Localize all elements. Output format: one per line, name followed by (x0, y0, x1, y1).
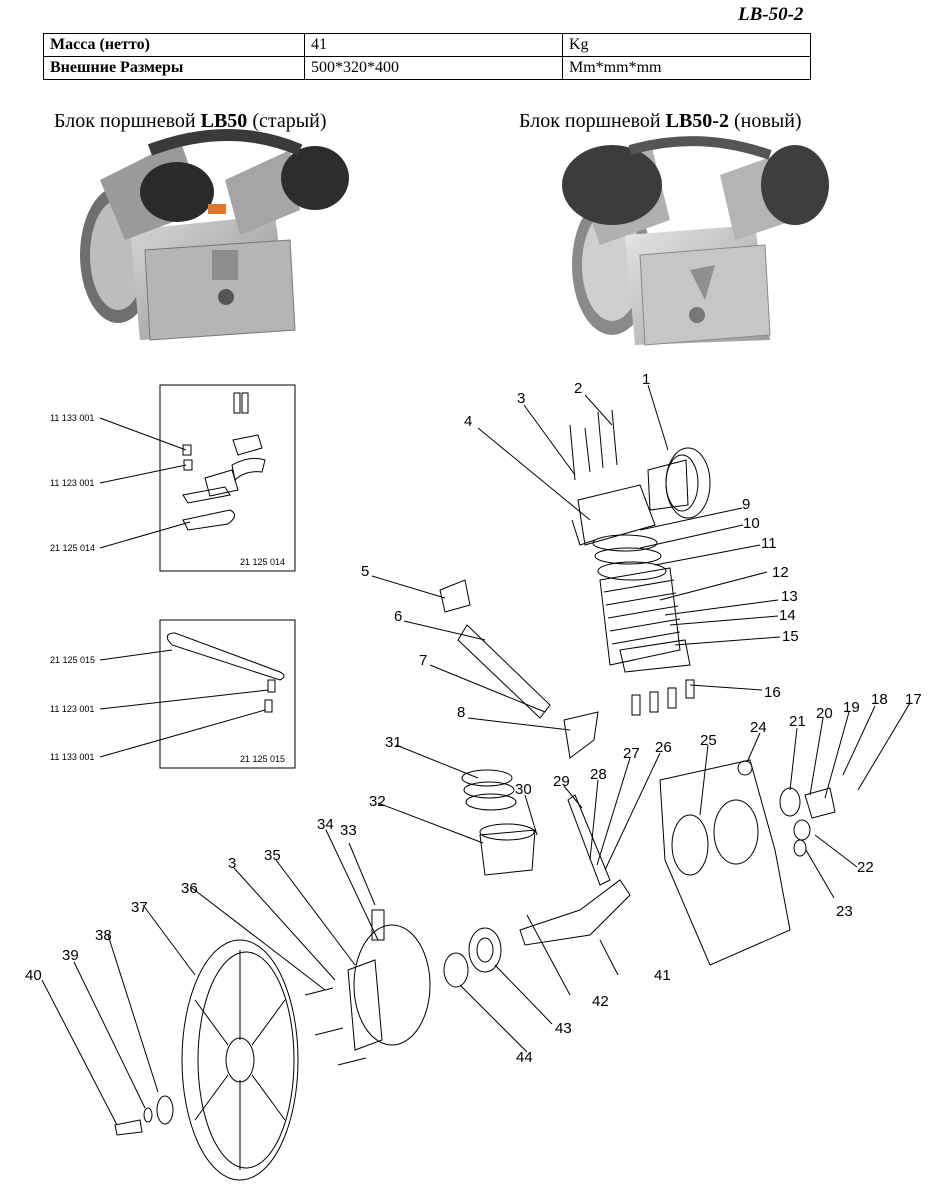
kit-box-code: 21 125 015 (240, 754, 285, 764)
part-number: 25 (700, 732, 717, 749)
part-number: 42 (592, 993, 609, 1010)
part-number: 2 (574, 380, 582, 397)
part-number: 9 (742, 496, 750, 513)
part-number: 12 (772, 564, 789, 581)
part-number: 31 (385, 734, 402, 751)
part-number: 37 (131, 899, 148, 916)
kit-code: 11 133 001 (50, 413, 94, 423)
valve-kit-box-2: 21 125 015 11 123 001 11 133 001 21 125 … (50, 619, 296, 769)
part-number: 15 (782, 628, 799, 645)
kit-box-code: 21 125 014 (240, 557, 285, 567)
part-number: 28 (590, 766, 607, 783)
caption-model: LB50 (200, 110, 248, 132)
spec-name: Внешние Размеры (43, 56, 305, 80)
part-number: 26 (655, 739, 672, 756)
kit-code: 21 125 014 (50, 543, 95, 553)
part-number: 38 (95, 927, 112, 944)
part-number: 18 (871, 691, 888, 708)
caption-prefix: Блок поршневой (519, 110, 666, 132)
spec-unit: Mm*mm*mm (562, 56, 811, 80)
part-number: 1 (642, 371, 650, 388)
part-number: 34 (317, 816, 334, 833)
part-number: 10 (743, 515, 760, 532)
part-number: 5 (361, 563, 369, 580)
part-number: 16 (764, 684, 781, 701)
caption-suffix: (старый) (247, 110, 327, 132)
spec-unit: Kg (562, 33, 811, 57)
part-number: 20 (816, 705, 833, 722)
model-code: LB-50-2 (738, 4, 804, 25)
part-number: 19 (843, 699, 860, 716)
part-number: 8 (457, 704, 465, 721)
table-row: Внешние Размеры 500*320*400 Mm*mm*mm (43, 56, 811, 80)
part-number: 33 (340, 822, 357, 839)
kit-code: 11 123 001 (50, 478, 94, 488)
old-compressor-photo (80, 129, 349, 341)
part-number: 36 (181, 880, 198, 897)
part-number: 11 (761, 535, 777, 552)
valve-kit-box-1: 11 133 001 11 123 001 21 125 014 21 125 … (50, 384, 296, 572)
part-number: 3 (517, 390, 525, 407)
part-number: 21 (789, 713, 806, 730)
part-number: 6 (394, 608, 402, 625)
part-number: 44 (516, 1049, 533, 1066)
part-number: 22 (857, 859, 874, 876)
caption-old-block: Блок поршневой LB50 (старый) (54, 110, 327, 133)
part-number: 43 (555, 1020, 572, 1037)
part-number: 29 (553, 773, 570, 790)
kit-code: 11 123 001 (50, 704, 94, 714)
part-number: 23 (836, 903, 853, 920)
table-row: Масса (нетто) 41 Kg (43, 33, 811, 57)
spec-name: Масса (нетто) (43, 33, 305, 57)
new-compressor-photo (562, 136, 829, 346)
part-number: 7 (419, 652, 427, 669)
part-number: 40 (25, 967, 42, 984)
part-number: 4 (464, 413, 472, 430)
part-number: 27 (623, 745, 640, 762)
part-number: 17 (905, 691, 922, 708)
exploded-parts-diagram (114, 409, 836, 1181)
caption-new-block: Блок поршневой LB50-2 (новый) (519, 110, 802, 133)
part-number: 3 (228, 855, 236, 872)
caption-prefix: Блок поршневой (54, 110, 201, 132)
part-number: 14 (779, 607, 796, 624)
part-number: 39 (62, 947, 79, 964)
leader-lines (41, 384, 911, 1126)
part-number: 24 (750, 719, 767, 736)
caption-suffix: (новый) (728, 110, 802, 132)
part-number-labels: 1 2 3 4 5 6 7 8 9 10 11 12 13 14 15 16 1… (25, 371, 922, 1066)
kit-code: 11 133 001 (50, 752, 94, 762)
part-number: 32 (369, 793, 386, 810)
kit-code: 21 125 015 (50, 655, 95, 665)
part-number: 41 (654, 967, 671, 984)
caption-model: LB50-2 (665, 110, 729, 132)
spec-value: 500*320*400 (304, 56, 563, 80)
spec-table: Масса (нетто) 41 Kg Внешние Размеры 500*… (43, 33, 811, 80)
part-number: 30 (515, 781, 532, 798)
part-number: 13 (781, 588, 798, 605)
part-number: 35 (264, 847, 281, 864)
